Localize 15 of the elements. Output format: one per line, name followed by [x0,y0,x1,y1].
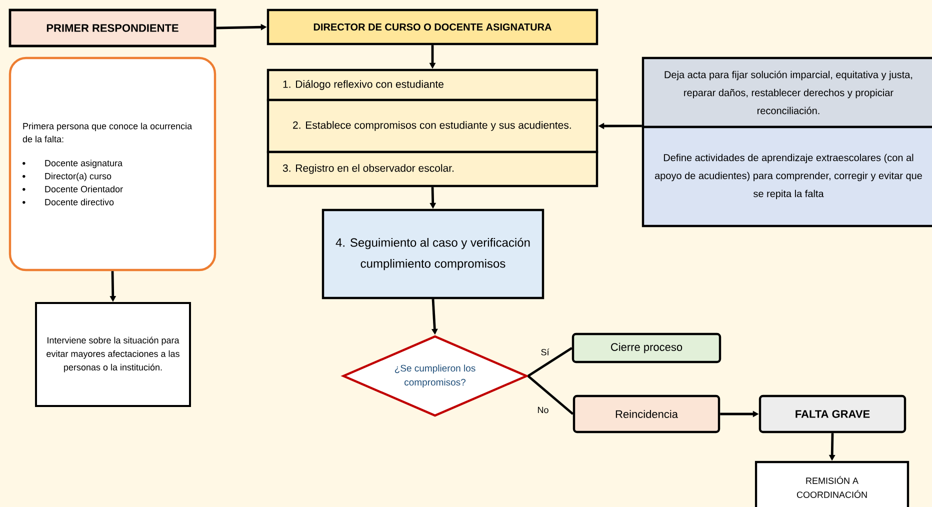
note-box: Define actividades de aprendizaje extraescolares (con al apoyo de acudientes) para comprender, corregir y evitar que se repita la falta [642,126,932,228]
process-box: REMISIÓN A COORDINACIÓN [754,460,910,507]
process-box: Interviene sobre la situación para evitar mayores afectaciones a las personas o la institución. [35,302,191,407]
process-box: 4. Seguimiento al caso y verificación cumplimiento compromisos [322,208,544,300]
step-box: 1. Diálogo reflexivo con estudiante [266,68,598,102]
heading-box: DIRECTOR DE CURSO O DOCENTE ASIGNATURA [266,8,598,46]
step-box: 2. Establece compromisos con estudiante y sus acudientes. [266,98,598,154]
process-box: Cierre proceso [572,332,722,364]
note-box: Deja acta para fijar solución imparcial, equitativa y justa, reparar daños, restablecer derechos y propiciar reconciliación. [642,56,932,128]
rounded-box: Primera persona que conoce la ocurrencia de la falta: Docente asignatura Director(a) curso Docente Orientador Docente directivo [8,56,216,272]
step-box: 3. Registro en el observador escolar. [266,150,598,188]
heading-box: PRIMER RESPONDIENTE [8,8,216,48]
edge-label: Sí [540,348,550,356]
process-box: FALTA GRAVE [758,394,906,434]
process-box: Reincidencia [572,394,720,434]
